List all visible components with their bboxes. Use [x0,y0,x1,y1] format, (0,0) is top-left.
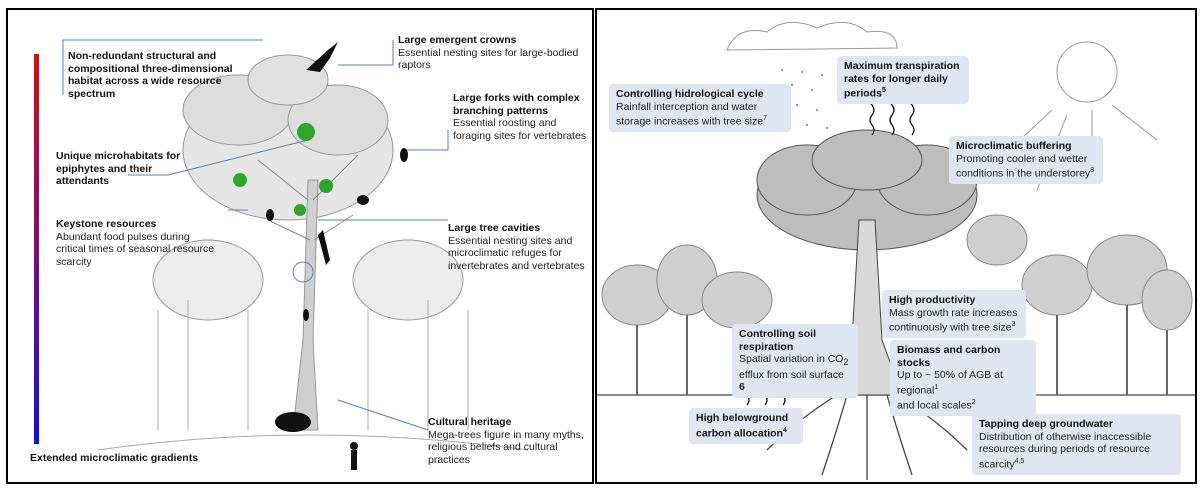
soil-title: Controlling soil respiration [739,328,816,353]
hydro-desc: Rainfall interception and water storage … [616,100,764,128]
cavities-annotation: Large tree cavities Essential nesting si… [448,222,588,272]
transpiration-ref: 5 [881,87,886,94]
habitat-annotation: Non-redundant structural and composition… [68,50,268,100]
main-tree-crown [756,129,978,251]
soil-desc-sub: 2 [843,357,849,368]
biomass-ref-b: 2 [971,398,976,406]
right-panel: Maximum transpiration rates for longer d… [595,8,1197,484]
soil-desc-a: Spatial variation in CO [739,353,844,365]
soil-box: Controlling soil respiration Spatial var… [732,324,858,398]
toucan-silhouette [318,230,330,265]
gradient-annotation: Extended microclimatic gradients [30,452,270,465]
belowground-ref: 4 [782,426,787,434]
belowground-box: High belowground carbon allocation4 [689,408,803,444]
left-illustration [34,39,529,470]
raptor-silhouette [306,42,338,72]
micro-box: Microclimatic buffering Promoting cooler… [949,136,1103,184]
cloud-sketch [726,21,898,51]
micro-desc: Promoting cooler and wetter conditions i… [956,152,1091,180]
peccary-silhouette [275,412,311,432]
keystone-annotation: Keystone resources Abundant food pulses … [56,218,221,268]
crowns-title: Large emergent crowns [398,34,517,46]
microhabitats-annotation: Unique microhabitats for epiphytes and t… [56,150,196,188]
micro-ref: 8 [1090,167,1095,174]
productivity-title: High productivity [889,294,976,306]
left-panel: Non-redundant structural and composition… [6,8,594,484]
epiphyte [319,179,333,193]
biomass-desc-a: Up to ~ 50% of AGB at regional [897,369,1003,396]
human-silhouette [351,450,357,470]
forks-desc: Essential roosting and foraging sites fo… [453,117,587,142]
epiphyte [294,204,306,216]
sloth-silhouette [357,195,369,205]
gradient-bar [34,54,39,444]
right-illustration [597,21,1195,480]
keystone-desc: Abundant food pulses during critical tim… [56,230,215,268]
belowground-title: High belowground carbon allocation [696,412,789,439]
productivity-ref: 3 [1011,321,1016,328]
groundwater-title: Tapping deep groundwater [979,418,1113,430]
soil-ref: 6 [739,381,745,394]
keystone-title: Keystone resources [56,218,157,230]
epiphyte [297,123,315,141]
productivity-box: High productivity Mass growth rate incre… [882,290,1026,338]
biomass-title: Biomass and carbon stocks [897,344,1001,369]
bird-silhouette [400,148,408,162]
gradient-label: Extended microclimatic gradients [30,452,199,464]
transpiration-title: Maximum transpiration rates for longer d… [844,60,960,100]
hydro-ref: 7 [763,115,767,122]
forks-annotation: Large forks with complex branching patte… [453,92,588,142]
groundwater-desc: Distribution of otherwise inaccessible r… [979,430,1152,471]
hydro-box: Controlling hidrological cycle Rainfall … [609,84,791,132]
groundwater-ref: 4,5 [1014,457,1025,465]
epiphyte [233,173,247,187]
forks-title: Large forks with complex branching patte… [453,92,580,117]
crowns-desc: Essential nesting sites for large-bodied… [398,46,579,72]
biomass-ref-a: 1 [934,383,939,391]
heritage-title: Cultural heritage [428,416,512,428]
heritage-annotation: Cultural heritage Mega-trees figure in m… [428,416,588,466]
biomass-box: Biomass and carbon stocks Up to ~ 50% of… [890,340,1036,416]
groundwater-box: Tapping deep groundwater Distribution of… [972,414,1181,475]
micro-title: Microclimatic buffering [956,140,1072,152]
cavities-title: Large tree cavities [448,222,541,234]
microhabitats-title: Unique microhabitats for epiphytes and t… [56,150,181,187]
cavities-desc: Essential nesting sites and microclimati… [448,234,585,272]
hydro-title: Controlling hidrological cycle [616,88,764,100]
soil-desc-b: efflux from soil surface [739,368,844,381]
habitat-text: Non-redundant structural and composition… [68,50,233,100]
productivity-desc: Mass growth rate increases continuously … [889,306,1018,334]
rain-sketch [780,68,829,130]
crowns-annotation: Large emergent crowns Essential nesting … [398,34,583,72]
biomass-desc-b: and local scales [897,399,972,411]
transpiration-box: Maximum transpiration rates for longer d… [837,56,969,104]
monkey-silhouette [303,309,309,321]
monkey-silhouette [266,209,274,221]
heritage-desc: Mega-trees figure in many myths, religio… [428,428,584,466]
